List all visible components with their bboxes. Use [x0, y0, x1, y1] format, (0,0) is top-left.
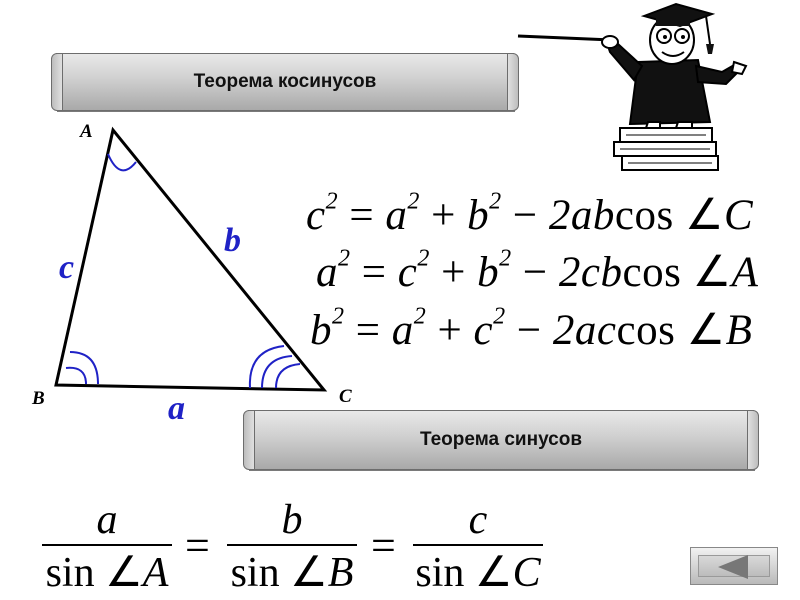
cosine-theorem-banner: Теорема косинусов	[51, 53, 519, 111]
equals-sign-2: =	[371, 521, 396, 570]
angle-arc-c-2	[261, 355, 293, 389]
sine-theorem-banner: Теорема синусов	[243, 410, 759, 470]
cosine-formula-b: b2 = a2 + c2 − 2accos ∠B	[310, 303, 753, 354]
sine-fraction-a: a sin ∠A	[40, 496, 174, 596]
angle-arc-b-2	[65, 366, 87, 385]
side-label-b: b	[224, 222, 241, 259]
triangle-outline	[54, 126, 328, 392]
cosine-theorem-title: Теорема косинусов	[193, 71, 377, 92]
angle-arc-c-1	[275, 363, 301, 389]
vertex-label-c: C	[339, 386, 352, 407]
cosine-formula-a: a2 = c2 + b2 − 2cbcos ∠A	[316, 245, 759, 296]
side-label-a: a	[168, 390, 185, 427]
cosine-formula-c: c2 = a2 + b2 − 2abcos ∠C	[306, 188, 754, 239]
sine-fraction-b: b sin ∠B	[225, 496, 359, 596]
sine-theorem-title: Теорема синусов	[419, 429, 583, 450]
angle-arc-b-1	[69, 351, 99, 385]
sine-fraction-c: c sin ∠C	[411, 496, 545, 596]
back-arrow-button[interactable]	[690, 547, 778, 585]
angle-arc-a	[107, 153, 137, 172]
professor-pointer-icon	[517, 2, 748, 171]
equals-sign-1: =	[185, 521, 210, 570]
triangle-diagram: A B C a b c	[31, 121, 352, 427]
angle-arc-c-3	[248, 345, 285, 389]
vertex-label-b: B	[31, 388, 45, 409]
side-label-c: c	[59, 249, 74, 286]
vertex-label-a: A	[79, 121, 93, 142]
